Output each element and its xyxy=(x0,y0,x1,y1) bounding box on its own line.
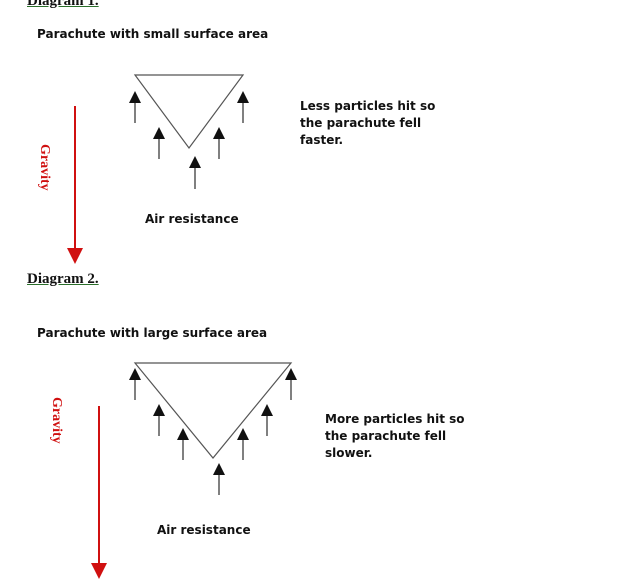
diagram2-air-resistance-label: Air resistance xyxy=(157,523,251,537)
air-resistance-arrows-2 xyxy=(129,368,297,495)
explanation-line: the parachute fell xyxy=(300,116,422,130)
diagram1-air-resistance-label: Air resistance xyxy=(145,212,239,226)
explanation-line: the parachute fell xyxy=(325,429,447,443)
diagram2-title: Diagram 2. xyxy=(27,271,99,287)
diagram2-explanation: More particles hit so the parachute fell… xyxy=(325,411,465,462)
air-resistance-arrows-1 xyxy=(129,91,249,189)
small-parachute xyxy=(133,74,245,150)
diagram2-subtitle: Parachute with large surface area xyxy=(37,326,268,340)
large-parachute xyxy=(133,362,293,459)
diagram1-explanation: Less particles hit so the parachute fell… xyxy=(300,98,435,149)
explanation-line: Less particles hit so xyxy=(300,99,436,113)
explanation-line: faster. xyxy=(300,133,344,147)
explanation-line: More particles hit so xyxy=(325,412,465,426)
explanation-line: slower. xyxy=(325,446,373,460)
diagram1-subtitle: Parachute with small surface area xyxy=(37,27,269,41)
diagram1-title: Diagram 1. xyxy=(27,0,99,9)
